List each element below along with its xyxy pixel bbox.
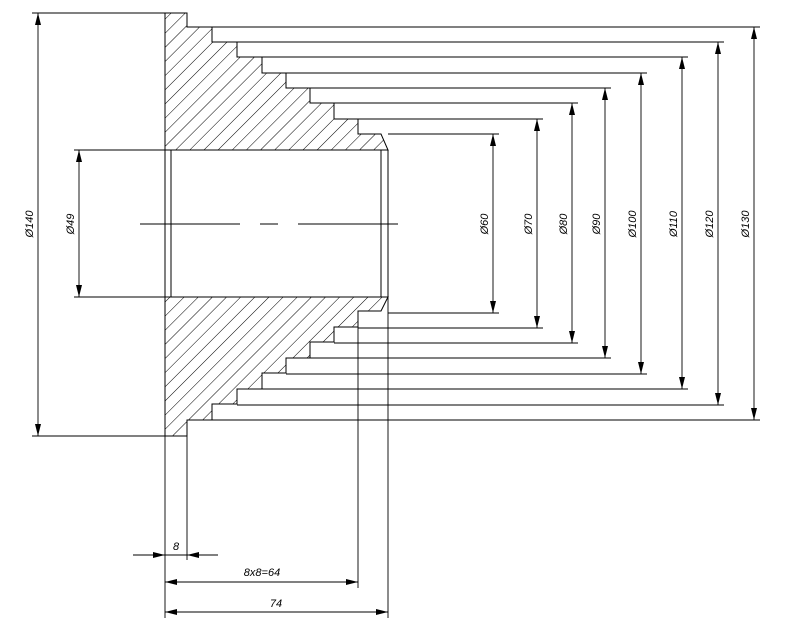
label-len8: 8 [173,541,180,553]
dimension-d49 [74,149,165,298]
dimension-d90 [310,87,611,359]
label-d49: Ø49 [65,214,77,236]
label-d70: Ø70 [523,213,535,236]
dimension-len64 [165,579,358,585]
label-d120: Ø120 [704,210,716,239]
label-d140: Ø140 [24,210,36,239]
label-d100: Ø100 [627,210,639,239]
dimension-d80 [334,102,578,344]
label-len74: 74 [270,598,282,610]
label-d60: Ø60 [479,213,491,236]
label-d110: Ø110 [668,210,680,238]
dimension-d70 [358,118,543,329]
dimension-d110 [262,56,688,390]
dimension-d130 [212,26,760,421]
dimension-d120 [237,41,724,406]
dimension-len8 [133,552,218,558]
length-extension-lines [164,297,389,618]
upper-section-hatch [164,12,389,151]
dimension-d60 [388,133,499,314]
label-d90: Ø90 [591,213,603,236]
dimension-d100 [286,72,647,375]
label-len64: 8x8=64 [244,567,280,579]
label-d80: Ø80 [558,213,570,236]
label-d130: Ø130 [740,210,752,239]
dimension-len74 [165,609,388,615]
dimension-d140 [32,12,165,437]
lower-section-hatch [164,296,389,437]
